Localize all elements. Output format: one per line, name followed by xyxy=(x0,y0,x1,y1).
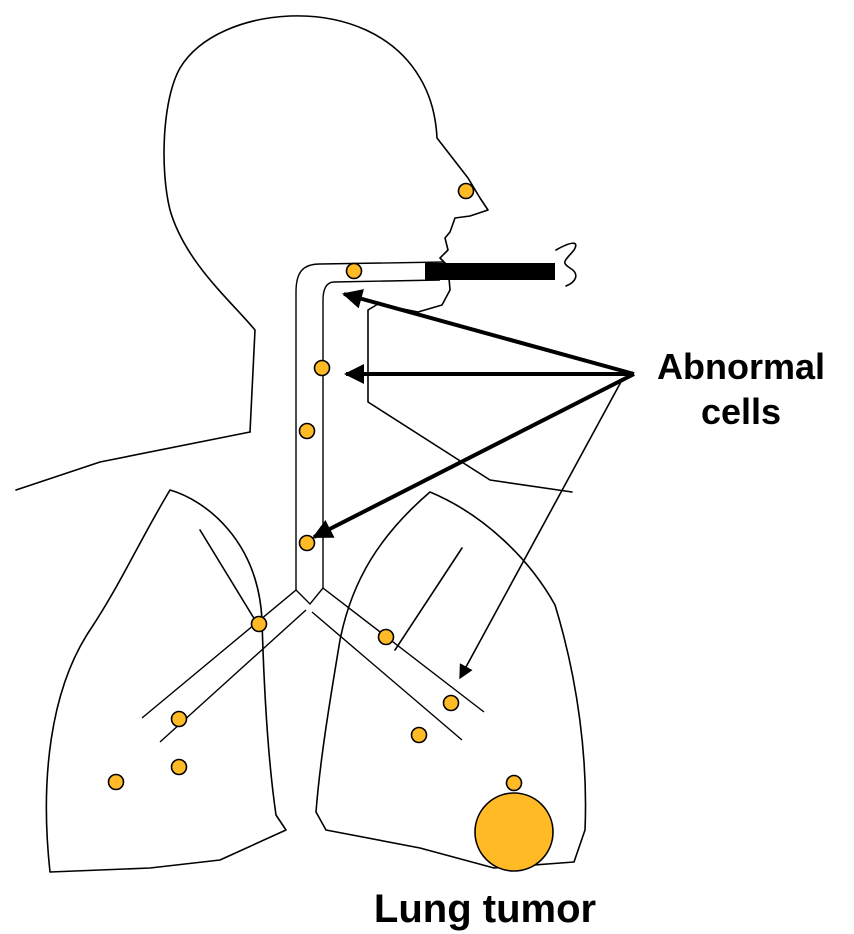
abnormal-cell xyxy=(444,696,459,711)
abnormal-cell xyxy=(172,760,187,775)
head-outline xyxy=(164,16,572,492)
abnormal-cells-label-line2: cells xyxy=(636,389,846,434)
smoke-wisp xyxy=(556,243,576,286)
abnormal-cell xyxy=(300,424,315,439)
abnormal-cells-label-line1: Abnormal xyxy=(636,344,846,389)
abnormal-cell xyxy=(109,775,124,790)
abnormal-cell xyxy=(412,728,427,743)
right-lung-fissure xyxy=(395,548,462,650)
arrow-to-airway-top xyxy=(344,294,634,374)
lung-tumor-label: Lung tumor xyxy=(330,884,640,934)
left-lung-outline xyxy=(46,490,286,872)
abnormal-cell xyxy=(507,776,522,791)
arrow-to-lower-trachea xyxy=(314,374,634,537)
lung-tumor xyxy=(475,793,553,871)
left-shoulder-outline xyxy=(16,432,250,490)
cigarette xyxy=(425,263,555,280)
airway-inner xyxy=(323,280,484,712)
abnormal-cell xyxy=(459,184,474,199)
abnormal-cell xyxy=(252,617,267,632)
airway-outer xyxy=(142,262,444,718)
abnormal-cell xyxy=(172,712,187,727)
carina xyxy=(296,588,323,604)
abnormal-cells-label: Abnormal cells xyxy=(636,344,846,434)
arrow-to-bronchus xyxy=(460,380,622,678)
abnormal-cell xyxy=(347,264,362,279)
left-lung-fissure xyxy=(200,530,255,620)
abnormal-cell xyxy=(300,536,315,551)
abnormal-cell xyxy=(315,361,330,376)
abnormal-cell xyxy=(379,630,394,645)
